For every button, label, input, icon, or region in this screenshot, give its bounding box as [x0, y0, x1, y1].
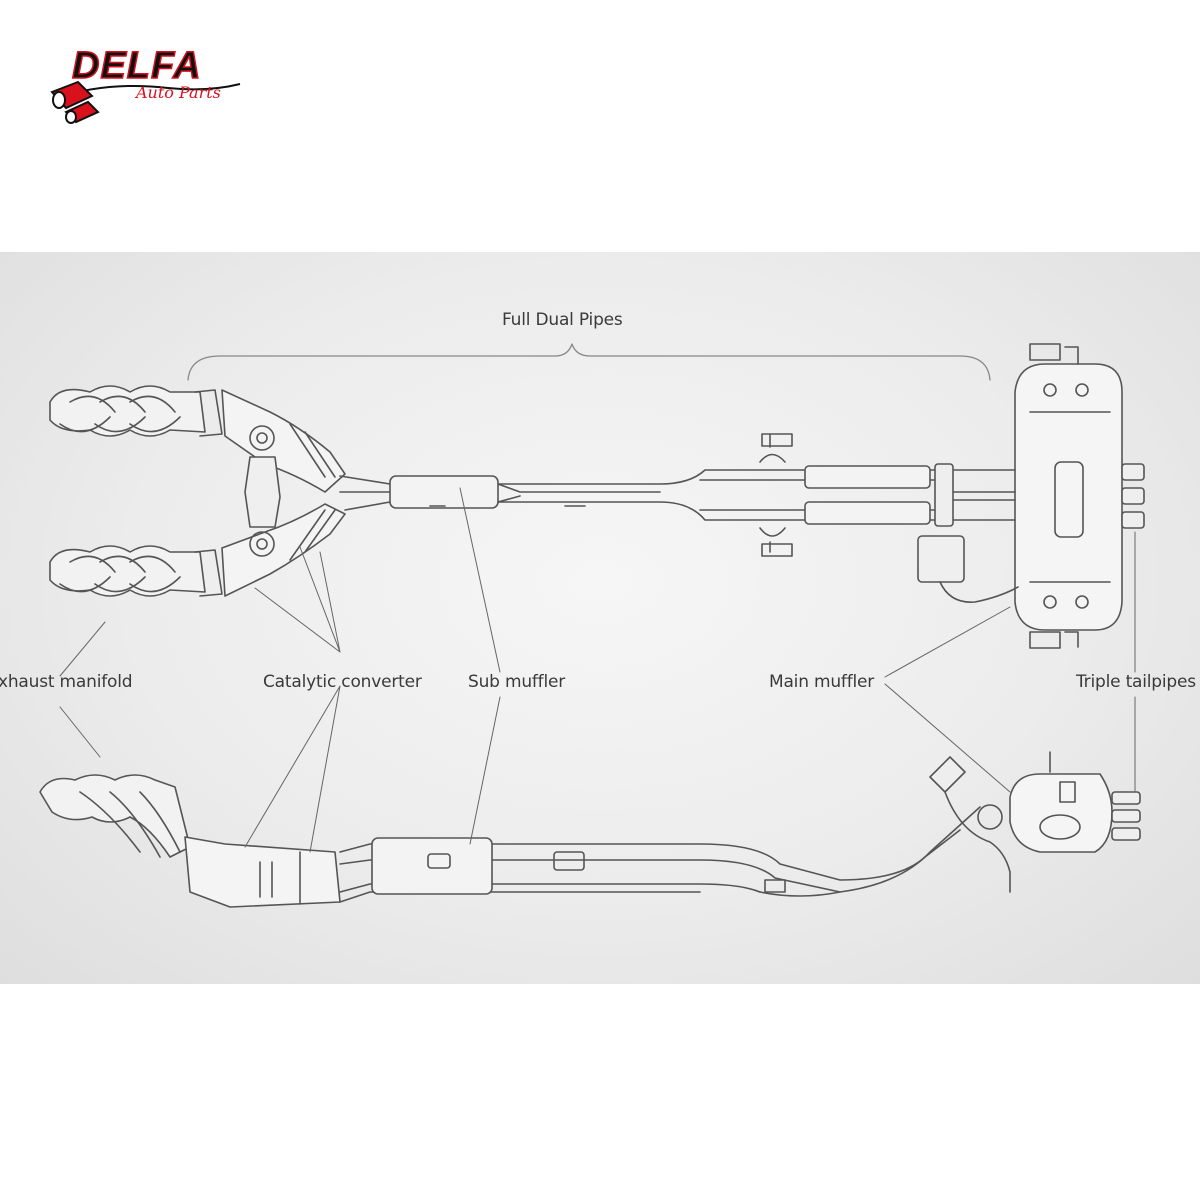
cat-heat-shield	[244, 456, 281, 528]
full-dual-pipes-bracket	[187, 343, 991, 381]
side-triple-tailpipes	[1111, 791, 1141, 841]
pipe-hanger-lower	[759, 527, 793, 557]
label-full-dual-pipes: Full Dual Pipes	[502, 310, 623, 330]
top-sub-muffler	[389, 475, 499, 509]
label-triple-tailpipes: Triple tailpipes	[1076, 672, 1196, 692]
top-dual-pipes	[339, 433, 941, 557]
exhaust-tip-icon	[50, 80, 100, 124]
delfa-logo: DELFA Auto Parts	[48, 36, 248, 126]
leader-manifold-top	[59, 621, 106, 677]
delfa-logo-mark: DELFA Auto Parts	[50, 44, 241, 124]
logo-brand-text: DELFA	[72, 45, 202, 87]
leader-catalytic-side	[244, 685, 341, 853]
leader-manifold-side	[59, 706, 101, 758]
label-main-muffler: Main muffler	[769, 672, 875, 692]
side-main-muffler	[929, 751, 1113, 893]
leader-main-muffler	[884, 606, 1011, 793]
leader-lines	[59, 487, 1136, 853]
exhaust-system-diagram: Full Dual Pipes xhaust manifold Catalyti…	[0, 252, 1200, 984]
pipe-hanger-upper	[759, 433, 793, 463]
logo-tagline-text: Auto Parts	[134, 83, 221, 102]
label-catalytic-converter: Catalytic converter	[263, 672, 422, 692]
side-sub-muffler	[371, 837, 493, 895]
upper-exhaust-manifold	[49, 385, 223, 437]
upper-catalytic-converter	[221, 389, 346, 493]
top-triple-tailpipes	[1121, 463, 1145, 529]
label-exhaust-manifold: xhaust manifold	[0, 672, 133, 692]
side-exhaust-manifold	[39, 774, 191, 858]
leader-sub-muffler	[459, 487, 501, 845]
diagram-artwork	[39, 343, 1145, 908]
label-sub-muffler: Sub muffler	[468, 672, 566, 692]
leader-catalytic-top	[254, 546, 341, 653]
top-main-muffler	[917, 343, 1123, 649]
valve-actuator	[917, 535, 965, 583]
side-dual-pipes	[339, 806, 981, 903]
side-catalytic-converter	[184, 836, 341, 908]
lower-catalytic-converter	[221, 503, 346, 597]
lower-exhaust-manifold	[49, 545, 223, 597]
